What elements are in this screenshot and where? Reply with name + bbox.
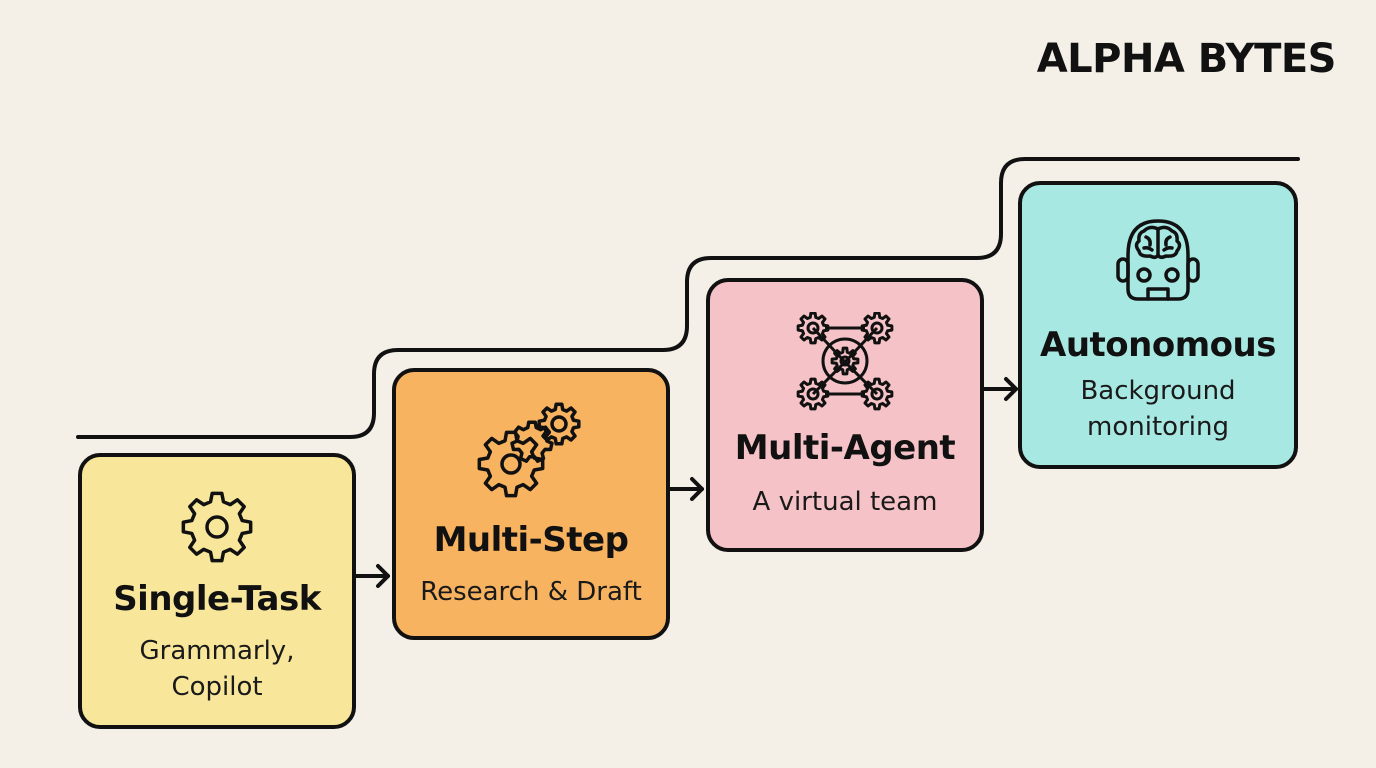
card-title: Multi-Agent	[734, 428, 956, 468]
card-subtitle: Background monitoring	[1022, 373, 1294, 445]
arrow-3	[982, 377, 1018, 401]
card-subtitle: A virtual team	[710, 484, 980, 520]
card-title: Multi-Step	[433, 520, 629, 560]
card-autonomous: Autonomous Background monitoring	[1018, 181, 1298, 469]
card-subtitle: Research & Draft	[396, 574, 666, 610]
card-subtitle-line: Background	[1080, 376, 1236, 406]
gear-icon	[82, 487, 352, 567]
card-subtitle-line: Copilot	[171, 672, 263, 702]
card-single-task: Single-Task Grammarly, Copilot	[78, 453, 356, 729]
gear-network-icon	[710, 312, 980, 412]
gears-chain-icon	[396, 402, 666, 502]
card-multi-agent: Multi-Agent A virtual team	[706, 278, 984, 552]
robot-brain-icon	[1022, 215, 1294, 305]
card-subtitle-line: Research & Draft	[420, 577, 642, 607]
card-subtitle-line: A virtual team	[752, 487, 938, 517]
card-subtitle-line: monitoring	[1087, 412, 1229, 442]
card-title: Autonomous	[1040, 325, 1276, 365]
card-subtitle: Grammarly, Copilot	[82, 633, 352, 705]
card-subtitle-line: Grammarly,	[139, 636, 295, 666]
arrow-2	[668, 477, 704, 501]
card-multi-step: Multi-Step Research & Draft	[392, 368, 670, 640]
arrow-1	[354, 564, 390, 588]
brand-title: ALPHA BYTES	[1036, 36, 1337, 82]
card-title: Single-Task	[113, 579, 321, 619]
